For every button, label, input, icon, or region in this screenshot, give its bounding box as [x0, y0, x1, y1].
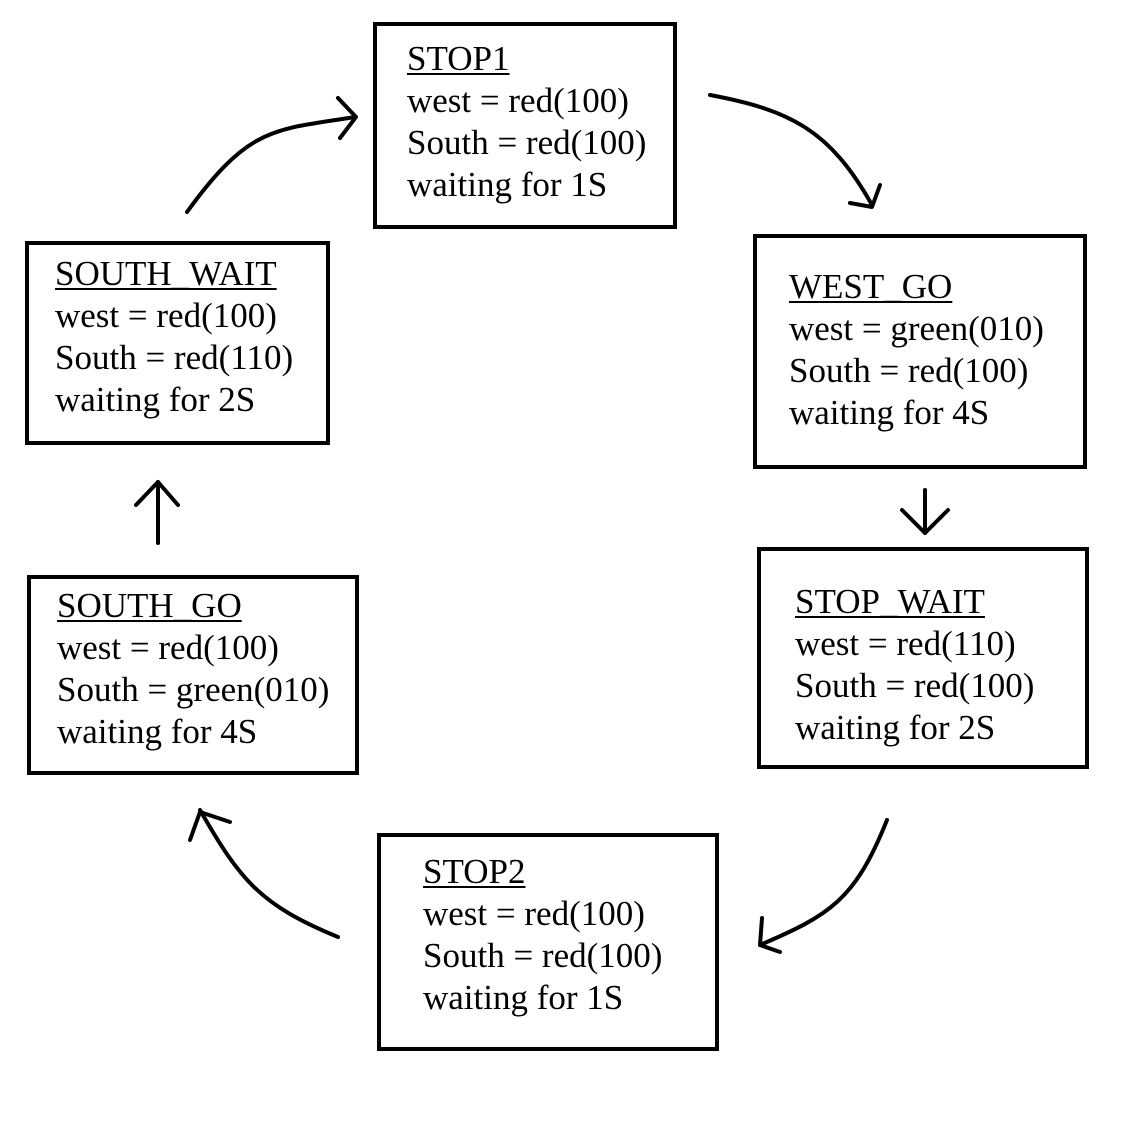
state-south-go: SOUTH_GO west = red(100) South = green(0… [27, 575, 359, 775]
state-title: SOUTH_GO [57, 586, 242, 625]
arrow-stop1-to-west-go [708, 93, 882, 209]
state-west-signal: west = red(100) [407, 81, 629, 120]
state-title: STOP2 [423, 852, 526, 891]
state-south-signal: South = red(100) [795, 666, 1035, 705]
state-stop1: STOP1 west = red(100) South = red(100) w… [373, 22, 677, 229]
state-stop-wait: STOP_WAIT west = red(110) South = red(10… [757, 547, 1089, 769]
state-stop2: STOP2 west = red(100) South = red(100) w… [377, 833, 719, 1051]
state-west-signal: west = red(100) [423, 894, 645, 933]
state-wait-time: waiting for 1S [423, 978, 624, 1017]
arrow-south-go-to-south-wait [134, 480, 180, 545]
state-wait-time: waiting for 4S [57, 712, 258, 751]
state-wait-time: waiting for 2S [795, 708, 996, 747]
state-west-signal: west = green(010) [789, 309, 1044, 348]
state-west-go: WEST_GO west = green(010) South = red(10… [753, 234, 1087, 469]
state-title: SOUTH_WAIT [55, 254, 277, 293]
state-wait-time: waiting for 2S [55, 380, 256, 419]
state-south-wait: SOUTH_WAIT west = red(100) South = red(1… [25, 241, 330, 445]
state-south-signal: South = red(100) [423, 936, 663, 975]
state-west-signal: west = red(100) [57, 628, 279, 667]
arrow-stop-wait-to-stop2 [758, 818, 889, 954]
arrow-south-wait-to-stop1 [185, 96, 358, 214]
state-south-signal: South = red(100) [789, 351, 1029, 390]
state-south-signal: South = green(010) [57, 670, 330, 709]
state-wait-time: waiting for 4S [789, 393, 990, 432]
state-south-signal: South = red(110) [55, 338, 294, 377]
state-title: STOP_WAIT [795, 582, 985, 621]
arrow-stop2-to-south-go [188, 808, 340, 939]
state-west-signal: west = red(110) [795, 624, 1016, 663]
state-title: WEST_GO [789, 267, 953, 306]
arrow-west-go-to-stop-wait [900, 488, 950, 535]
state-south-signal: South = red(100) [407, 123, 647, 162]
state-wait-time: waiting for 1S [407, 165, 608, 204]
state-west-signal: west = red(100) [55, 296, 277, 335]
state-title: STOP1 [407, 39, 510, 78]
